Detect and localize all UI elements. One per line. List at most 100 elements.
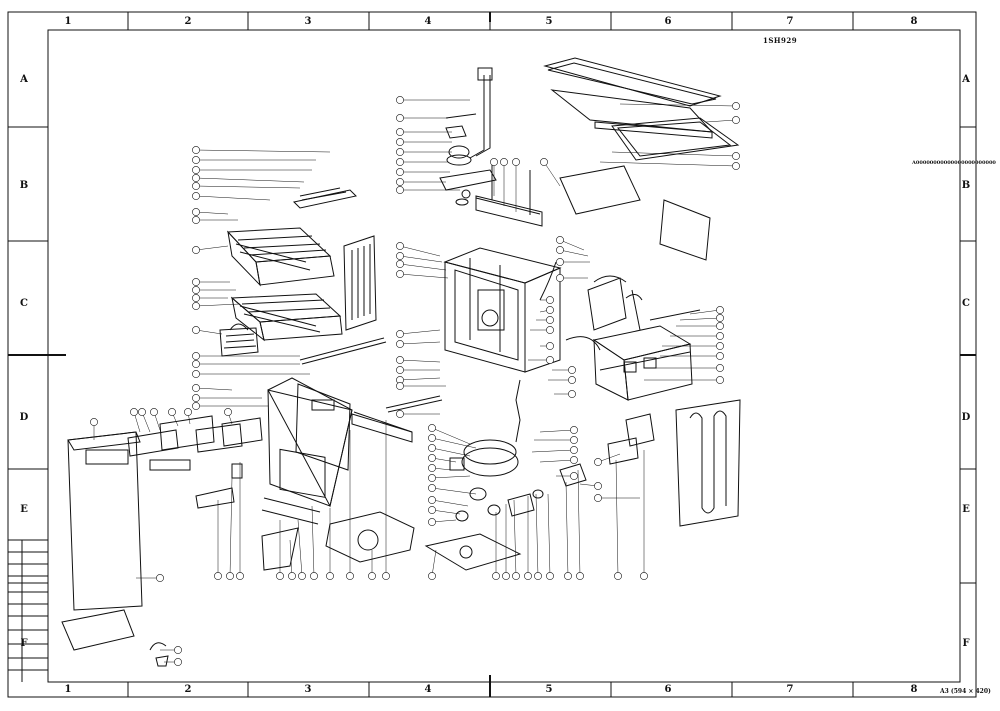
outer-frame xyxy=(7,11,977,698)
cabinet-body xyxy=(443,165,562,373)
right-row-label-B: B xyxy=(961,180,971,191)
leader-line xyxy=(195,303,241,307)
leader-line xyxy=(565,481,569,577)
left-row-label-E: E xyxy=(20,504,28,515)
callout-balloon xyxy=(732,102,740,110)
rails xyxy=(299,337,443,443)
callout-balloon xyxy=(716,364,724,372)
callout-balloon xyxy=(396,356,404,364)
leader-line xyxy=(615,459,619,577)
callout-balloon xyxy=(524,572,532,580)
leader-line xyxy=(399,245,441,257)
callout-balloon xyxy=(716,322,724,330)
bottom-column-label-1: 1 xyxy=(64,684,72,695)
callout-balloon xyxy=(502,572,510,580)
leader-line xyxy=(195,245,229,251)
left-row-label-B: B xyxy=(19,180,29,191)
leader-line xyxy=(195,177,305,183)
callout-balloon xyxy=(396,252,404,260)
callout-balloon xyxy=(192,278,200,286)
top-column-label-6: 6 xyxy=(664,16,672,27)
callout-balloon xyxy=(396,186,404,194)
callout-balloon xyxy=(570,446,578,454)
right-row-label-D: D xyxy=(961,412,971,423)
top-column-label-2: 2 xyxy=(184,16,192,27)
callout-balloon xyxy=(192,402,200,410)
callout-balloon xyxy=(396,366,404,374)
lower-basket xyxy=(230,293,343,342)
top-column-label-8: 8 xyxy=(910,16,918,27)
callout-balloon xyxy=(428,518,436,526)
side-insulation-right xyxy=(675,399,741,527)
top-column-label-4: 4 xyxy=(424,16,432,27)
callout-balloon xyxy=(490,158,498,166)
part-callouts xyxy=(90,96,740,666)
leader-line xyxy=(399,377,441,381)
revision-block xyxy=(8,539,48,682)
leader-line xyxy=(195,149,331,153)
callout-balloon xyxy=(546,356,554,364)
floor-plate xyxy=(325,511,415,563)
callout-balloon xyxy=(298,572,306,580)
callout-balloon xyxy=(546,572,554,580)
callout-balloon xyxy=(556,246,564,254)
top-column-label-3: 3 xyxy=(304,16,312,27)
leader-line xyxy=(431,487,477,495)
leader-line xyxy=(611,151,737,157)
cutlery-basket xyxy=(219,323,259,357)
callout-balloon xyxy=(192,182,200,190)
leader-line xyxy=(195,185,301,189)
base-tray xyxy=(587,275,693,465)
callout-balloon xyxy=(428,444,436,452)
hoses xyxy=(539,261,701,351)
callout-balloon xyxy=(556,236,564,244)
callout-balloon xyxy=(174,658,182,666)
callout-balloon xyxy=(192,146,200,154)
leader-line xyxy=(297,519,303,577)
left-row-label-F: F xyxy=(20,638,28,649)
leader-line xyxy=(431,437,477,449)
callout-balloon xyxy=(192,326,200,334)
callout-balloon xyxy=(492,572,500,580)
leader-line xyxy=(705,119,737,123)
leader-line xyxy=(543,161,561,187)
callout-balloon xyxy=(396,114,404,122)
callout-balloon xyxy=(568,390,576,398)
leader-line xyxy=(535,493,539,577)
leader-line xyxy=(195,387,233,391)
callout-balloon xyxy=(556,274,564,282)
callout-balloon xyxy=(396,158,404,166)
callout-balloon xyxy=(576,572,584,580)
callout-balloon xyxy=(396,242,404,250)
callout-balloon xyxy=(428,424,436,432)
callout-balloon xyxy=(500,158,508,166)
sump-assembly xyxy=(424,379,587,571)
callout-balloon xyxy=(428,484,436,492)
callout-balloon xyxy=(192,384,200,392)
callout-balloon xyxy=(512,158,520,166)
callout-balloon xyxy=(192,208,200,216)
callout-balloon xyxy=(192,156,200,164)
leader-line xyxy=(195,195,271,201)
leader-line xyxy=(431,457,457,463)
callout-balloon xyxy=(396,382,404,390)
callout-balloon xyxy=(594,482,602,490)
callout-balloon xyxy=(428,454,436,462)
leader-line xyxy=(599,161,737,167)
callout-balloon xyxy=(534,572,542,580)
callout-balloon xyxy=(192,394,200,402)
callout-balloon xyxy=(192,246,200,254)
callout-balloon xyxy=(382,572,390,580)
callout-balloon xyxy=(428,434,436,442)
callout-balloon xyxy=(428,506,436,514)
leader-line xyxy=(399,329,441,335)
leader-line xyxy=(195,211,229,215)
bottom-column-label-7: 7 xyxy=(786,684,794,695)
callout-balloon xyxy=(192,286,200,294)
callout-balloon xyxy=(546,342,554,350)
callout-balloon xyxy=(546,326,554,334)
callout-balloon xyxy=(716,342,724,350)
leader-line xyxy=(431,475,471,479)
callout-balloon xyxy=(556,258,564,266)
